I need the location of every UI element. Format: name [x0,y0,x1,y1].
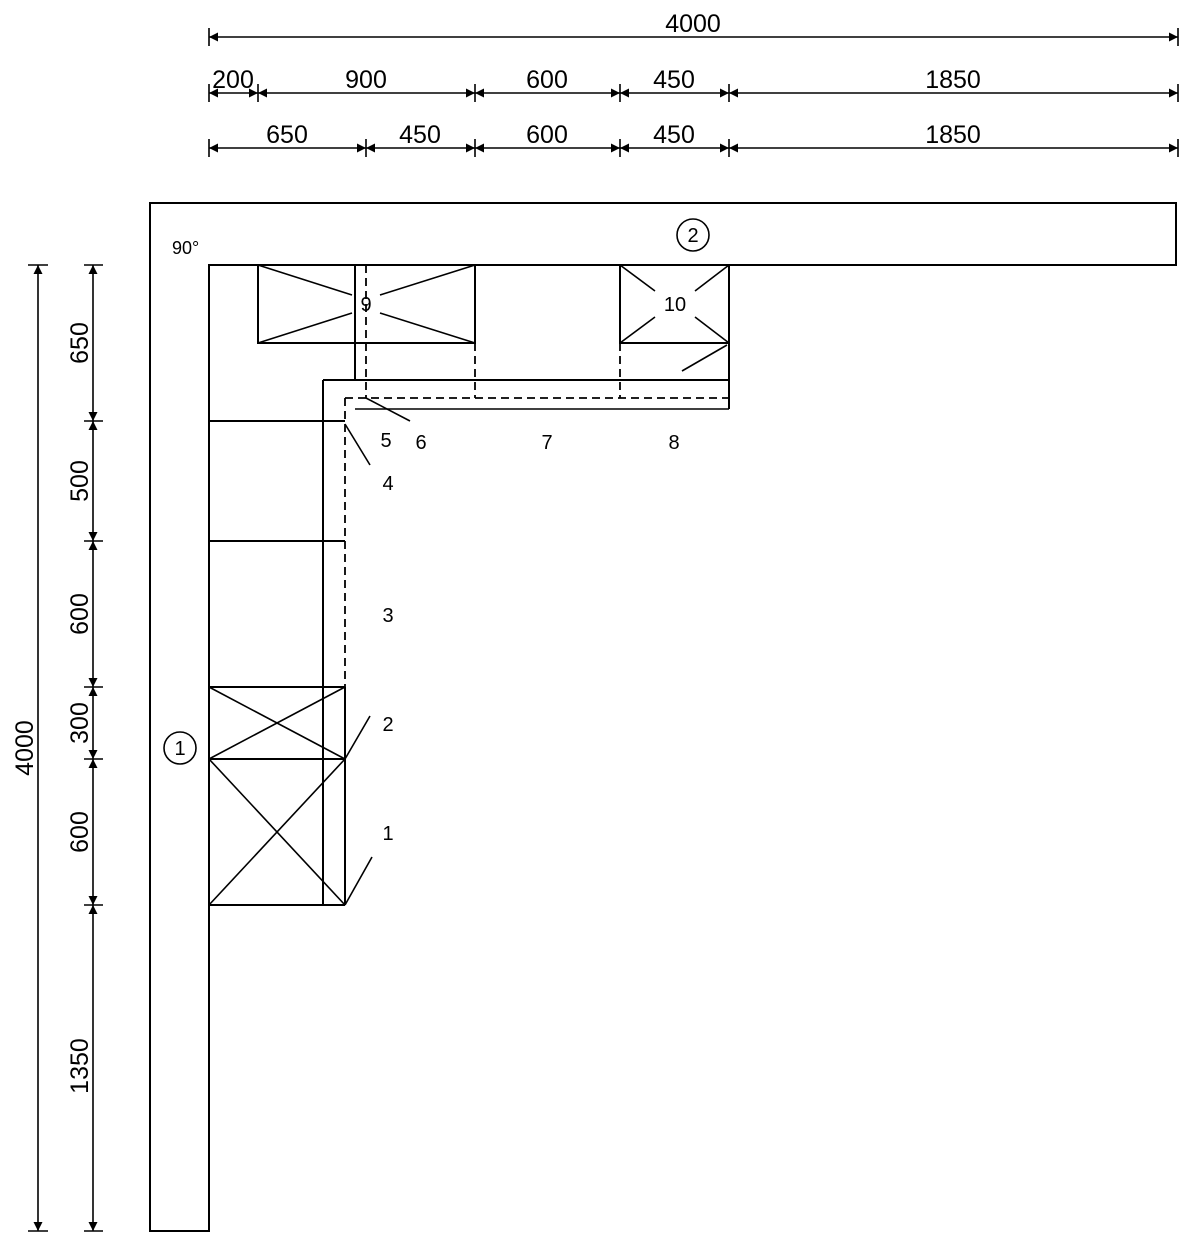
top-row2-label: 450 [399,121,441,149]
top-row2-label: 450 [653,121,695,149]
unit-number-5: 5 [380,430,391,452]
top-row1-label: 900 [345,66,387,94]
unit-number-1: 1 [382,823,393,845]
top-row1-label: 450 [653,66,695,94]
top-row2-label: 650 [266,121,308,149]
left-segment-label: 300 [66,702,94,744]
unit-number-4: 4 [382,473,393,495]
left-segment-dimensions: 650 500 600 300 600 1350 [66,264,103,1232]
left-segment-label: 650 [66,322,94,364]
angle-label: 90° [172,238,199,258]
unit-number-7: 7 [541,432,552,454]
svg-text:2: 2 [687,225,698,247]
unit-number-10: 10 [664,294,686,316]
top-row1-label: 200 [212,66,254,94]
worktop-marker-2: 2 [676,218,710,252]
left-segment-label: 600 [66,811,94,853]
top-dimension-row-1: 200 900 600 450 1850 [208,66,1179,102]
left-segment-label: 500 [66,460,94,502]
top-row2-label: 1850 [925,121,981,149]
left-segment-label: 1350 [66,1038,94,1094]
worktop-outline [149,202,1177,1232]
appliance-9 [257,264,476,344]
unit-number-9: 9 [360,294,371,316]
unit-number-2: 2 [382,714,393,736]
left-segment-label: 600 [66,593,94,635]
top-row1-label: 1850 [925,66,981,94]
top-overall-label: 4000 [665,10,721,38]
top-row1-label: 600 [526,66,568,94]
svg-text:1: 1 [174,738,185,760]
top-dimension-row-2: 650 450 600 450 1850 [208,121,1179,157]
worktop-marker-1: 1 [163,731,197,765]
left-overall-dimension: 4000 [11,264,48,1232]
unit-number-3: 3 [382,605,393,627]
appliance-10 [619,264,730,344]
unit-number-labels: 1 2 3 4 5 6 7 8 9 10 [360,294,686,845]
left-overall-label: 4000 [11,720,39,776]
unit-number-6: 6 [415,432,426,454]
top-overall-dimension: 4000 [208,10,1179,46]
left-cabinet-run [208,380,373,906]
unit-number-8: 8 [668,432,679,454]
top-row2-label: 600 [526,121,568,149]
